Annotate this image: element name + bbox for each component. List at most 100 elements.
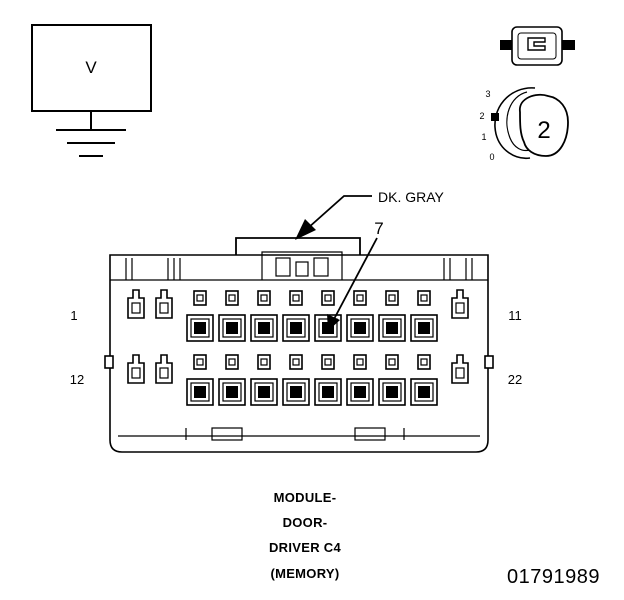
- latch-inner: [261, 251, 343, 280]
- connector-face-icon: [500, 26, 575, 66]
- cavity-16-contact: [258, 386, 270, 398]
- figure-id: 01791989: [507, 566, 600, 588]
- cavity-22-slot: [455, 367, 465, 379]
- pin-label-22: 22: [508, 372, 522, 387]
- cavity-15-stem-slot: [228, 358, 236, 366]
- cavity-5-inner: [254, 318, 274, 338]
- cavity-4-stem: [225, 290, 239, 306]
- cavity-10-stem: [417, 290, 431, 306]
- connector-c4-body: [104, 237, 494, 453]
- cavity-9-contact: [386, 322, 398, 334]
- cavity-20-stem: [385, 354, 399, 370]
- switch-position-3: 3: [485, 89, 490, 99]
- pin-7-callout: 7: [327, 219, 384, 331]
- cavity-20-inner: [382, 382, 402, 402]
- cavity-12-slot: [131, 367, 141, 379]
- ground-icon: [56, 129, 126, 157]
- cavity-4-inner: [222, 318, 242, 338]
- cavity-10-inner: [414, 318, 434, 338]
- cavity-5-stem-slot: [260, 294, 268, 302]
- cavity-3-stem-slot: [196, 294, 204, 302]
- caption-line-1: MODULE-: [273, 490, 337, 505]
- cavity-14-stem: [193, 354, 207, 370]
- cavity-3-stem: [193, 290, 207, 306]
- cavity-15-stem: [225, 354, 239, 370]
- connector-shell: [109, 254, 489, 453]
- cavity-14-contact: [194, 386, 206, 398]
- cavity-21-contact: [418, 386, 430, 398]
- caption-line-3: DRIVER C4: [268, 540, 342, 555]
- side-notch-right: [484, 355, 494, 369]
- cavity-3-contact: [194, 322, 206, 334]
- cavity-10-stem-slot: [420, 294, 428, 302]
- cavity-11-slot: [455, 302, 465, 314]
- cavity-4-contact: [226, 322, 238, 334]
- voltmeter-symbol: V: [31, 24, 152, 157]
- cavity-18-contact: [322, 386, 334, 398]
- voltmeter-label: V: [85, 58, 97, 77]
- cavity-9-stem: [385, 290, 399, 306]
- wire-color-label: DK. GRAY: [378, 189, 445, 205]
- cavity-7-stem-slot: [324, 294, 332, 302]
- cavity-19-stem: [353, 354, 367, 370]
- cavity-18-stem: [321, 354, 335, 370]
- cavity-21-stem: [417, 354, 431, 370]
- latch-tab-left: [275, 257, 291, 277]
- cavity-20-stem-slot: [388, 358, 396, 366]
- cavity-13-slot: [159, 367, 169, 379]
- pin-label-12: 12: [70, 372, 84, 387]
- cavity-8-contact: [354, 322, 366, 334]
- cavity-21-stem-slot: [420, 358, 428, 366]
- cavity-18-stem-slot: [324, 358, 332, 366]
- latch-tab-center: [295, 261, 309, 277]
- cavity-7-stem: [321, 290, 335, 306]
- cavity-6-contact: [290, 322, 302, 334]
- cavity-5-stem: [257, 290, 271, 306]
- cavity-2-slot: [159, 302, 169, 314]
- cavity-17-stem: [289, 354, 303, 370]
- cavity-16-stem-slot: [260, 358, 268, 366]
- cavity-8-stem-slot: [356, 294, 364, 302]
- caption-line-4: (MEMORY): [270, 566, 340, 581]
- switch-position-1: 1: [481, 132, 486, 142]
- cavity-14-inner: [190, 382, 210, 402]
- cavity-8-stem: [353, 290, 367, 306]
- latch-tab-right: [313, 257, 329, 277]
- cavity-18-inner: [318, 382, 338, 402]
- cavity-1-slot: [131, 302, 141, 314]
- cavity-17-contact: [290, 386, 302, 398]
- cavity-15-inner: [222, 382, 242, 402]
- cavity-6-stem: [289, 290, 303, 306]
- cavity-19-inner: [350, 382, 370, 402]
- cavity-9-inner: [382, 318, 402, 338]
- cavity-6-inner: [286, 318, 306, 338]
- side-notch-left: [104, 355, 114, 369]
- switch-position-2: 2: [479, 111, 484, 121]
- cavity-10-contact: [418, 322, 430, 334]
- cavity-19-stem-slot: [356, 358, 364, 366]
- caption-line-2: DOOR-: [282, 515, 328, 530]
- cavity-9-stem-slot: [388, 294, 396, 302]
- cavity-16-stem: [257, 354, 271, 370]
- bottom-tab-right: [354, 427, 386, 441]
- pin-callout-number: 7: [374, 219, 383, 238]
- cavity-15-contact: [226, 386, 238, 398]
- ignition-switch-icon: 3 2 1 0 2: [479, 87, 569, 162]
- cavity-5-contact: [258, 322, 270, 334]
- wire-color-callout: DK. GRAY: [295, 189, 445, 240]
- cavity-16-inner: [254, 382, 274, 402]
- cavity-17-stem-slot: [292, 358, 300, 366]
- cavity-4-stem-slot: [228, 294, 236, 302]
- switch-position-0: 0: [489, 152, 494, 162]
- cavity-21-inner: [414, 382, 434, 402]
- cavity-17-inner: [286, 382, 306, 402]
- cavity-3-inner: [190, 318, 210, 338]
- pin-label-11: 11: [508, 308, 522, 323]
- cavity-20-contact: [386, 386, 398, 398]
- cavity-19-contact: [354, 386, 366, 398]
- cavity-8-inner: [350, 318, 370, 338]
- pin-label-1: 1: [70, 308, 77, 323]
- cavity-14-stem-slot: [196, 358, 204, 366]
- cavity-6-stem-slot: [292, 294, 300, 302]
